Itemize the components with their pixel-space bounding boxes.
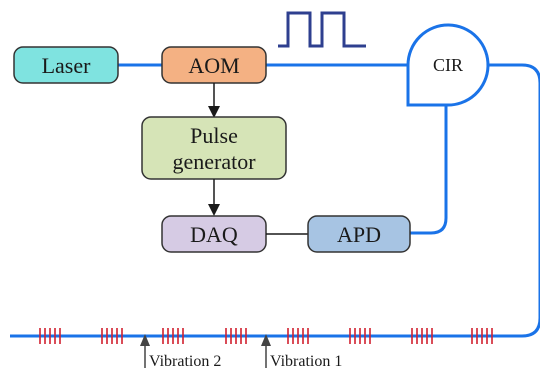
circulator-label: CIR xyxy=(433,55,463,75)
vibration-1-marker: Vibration 1 xyxy=(261,334,342,370)
pulse-generator-label-line2: generator xyxy=(172,149,256,174)
vibration-2-label: Vibration 2 xyxy=(149,353,221,370)
vibration-1-arrowhead xyxy=(261,334,271,346)
daq-label: DAQ xyxy=(190,222,238,247)
vibration-1-label: Vibration 1 xyxy=(270,353,342,370)
circulator-shape xyxy=(406,23,490,107)
laser-box: Laser xyxy=(13,46,119,84)
fiber-cir-to-sensing xyxy=(10,63,540,338)
apd-rect xyxy=(307,215,411,253)
laser-rect xyxy=(13,46,119,84)
pulse-generator-box: Pulse generator xyxy=(141,116,287,180)
pulse-generator-label-line1: Pulse xyxy=(190,123,238,148)
vibration-2-marker: Vibration 2 xyxy=(140,334,221,370)
aom-label: AOM xyxy=(188,53,239,78)
fiber-cir-to-apd xyxy=(410,105,448,235)
pulse-waveform xyxy=(278,11,366,48)
vibration-2-arrowhead xyxy=(140,334,150,346)
fiber-network xyxy=(10,63,540,338)
grating-marks xyxy=(39,328,493,344)
daq-box: DAQ xyxy=(161,215,267,253)
apd-box: APD xyxy=(307,215,411,253)
laser-label: Laser xyxy=(42,53,92,78)
apd-label: APD xyxy=(337,222,381,247)
circulator: CIR xyxy=(406,23,490,107)
aom-box: AOM xyxy=(161,46,267,84)
